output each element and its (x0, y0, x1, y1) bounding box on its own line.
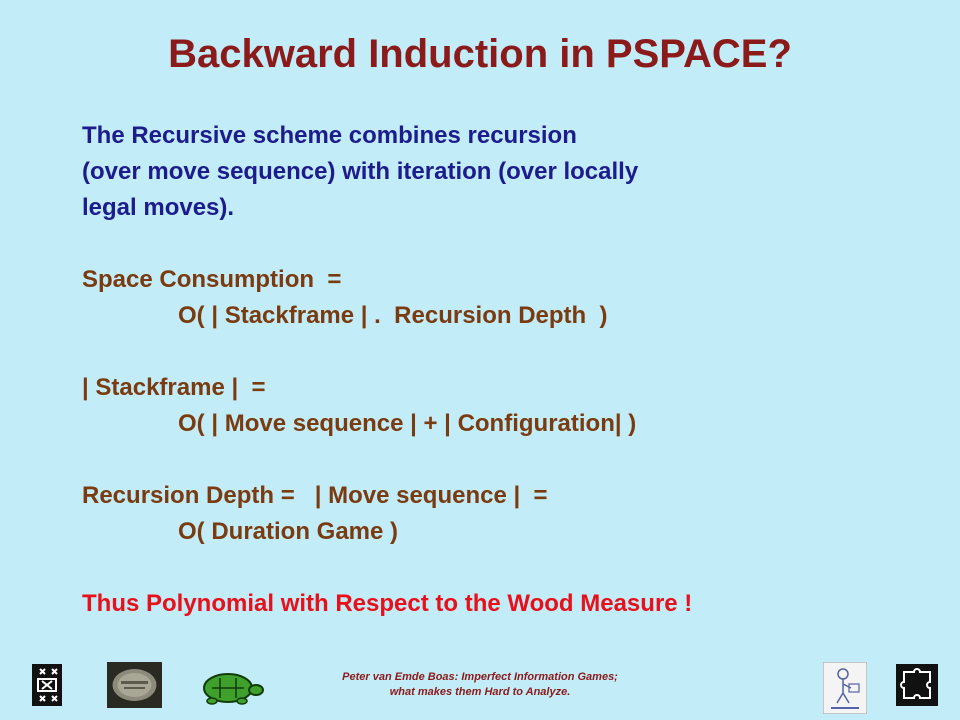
reader-figure-icon (823, 662, 867, 714)
intro-line-1: The Recursive scheme combines recursion (82, 122, 577, 149)
uva-logo-icon (32, 664, 62, 706)
conclusion-text: Thus Polynomial with Respect to the Wood… (82, 590, 693, 617)
slide-body: The Recursive scheme combines recursion … (82, 118, 692, 622)
intro-line-2: (over move sequence) with iteration (ove… (82, 158, 639, 185)
recursion-depth-label: Recursion Depth = | Move sequence | = (82, 482, 548, 509)
recursion-depth-formula: O( Duration Game ) (178, 518, 399, 545)
intro-line-3: legal moves). (82, 194, 235, 221)
coin-image-icon (107, 662, 162, 708)
spacer (82, 550, 692, 586)
stackframe-label: | Stackframe | = (82, 374, 266, 401)
footer-line-1: Peter van Emde Boas: Imperfect Informati… (342, 671, 618, 683)
puzzle-icon (896, 664, 938, 706)
stackframe-formula: O( | Move sequence | + | Configuration| … (178, 410, 637, 437)
spacer (82, 334, 692, 370)
footer-credit: Peter van Emde Boas: Imperfect Informati… (300, 670, 660, 700)
spacer (82, 226, 692, 262)
space-consumption-formula: O( | Stackframe | . Recursion Depth ) (178, 302, 608, 329)
turtle-icon (203, 673, 264, 705)
footer-line-2: what makes them Hard to Analyze. (389, 686, 571, 698)
space-consumption-label: Space Consumption = (82, 266, 342, 293)
slide-title: Backward Induction in PSPACE? (168, 32, 792, 76)
slide-footer: Peter van Emde Boas: Imperfect Informati… (0, 662, 960, 720)
spacer (82, 442, 692, 478)
